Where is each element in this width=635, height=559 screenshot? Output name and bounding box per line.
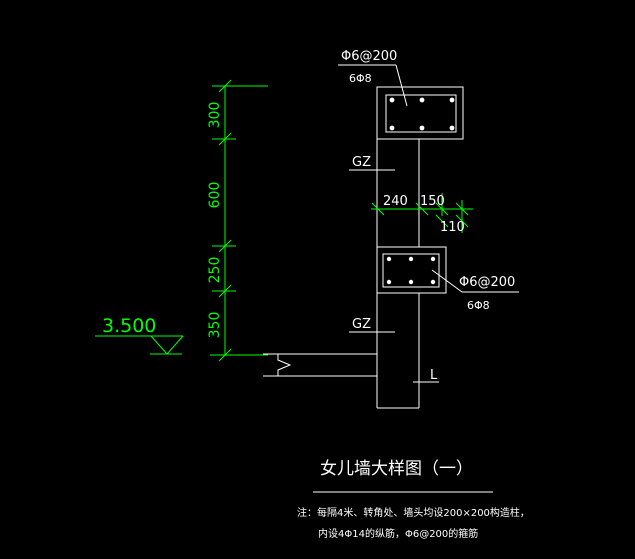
gz-lower-label: GZ [352,317,371,332]
top-beam-annotation: Φ6@200 6Φ8 [338,49,408,107]
dimension-350: 350 [207,312,223,339]
drawing-title: 女儿墙大样图（一） [313,459,493,493]
top-beam-stirrup: Φ6@200 [341,49,397,64]
width-dimensions: 240 150 110 [371,193,473,235]
top-beam-bars: 6Φ8 [349,72,372,85]
mid-beam-annotation: Φ6@200 6Φ8 [431,269,519,312]
note-line-1: 注：每隔4米、转角处、墙头均设200×200构造柱， [297,506,530,519]
mid-beam-stirrup: Φ6@200 [459,275,515,290]
column-labels: GZ GZ [349,155,395,333]
top-beam-rebars [389,97,455,131]
gz-upper-label: GZ [352,155,371,170]
title-text: 女儿墙大样图（一） [320,459,473,479]
mid-beam-rebars [386,256,436,285]
dimension-250: 250 [207,257,223,284]
vertical-dimension-chain: 300 600 250 350 [207,79,268,362]
parapet-structure [263,86,464,409]
drawing-notes: 注：每隔4米、转角处、墙头均设200×200构造柱， 内设4Φ14的纵筋，Φ6@… [297,506,530,540]
elevation-label: 3.500 [102,315,156,337]
dimension-600: 600 [207,182,223,209]
width-110: 110 [440,220,465,235]
elevation-marker: 3.500 [95,315,184,355]
note-line-2: 内设4Φ14的纵筋，Φ6@200的箍筋 [318,527,478,540]
width-150: 150 [420,194,445,209]
mid-beam-bars: 6Φ8 [467,299,490,312]
l-label: L [430,368,438,383]
dimension-300: 300 [207,102,223,129]
width-240: 240 [383,194,408,209]
